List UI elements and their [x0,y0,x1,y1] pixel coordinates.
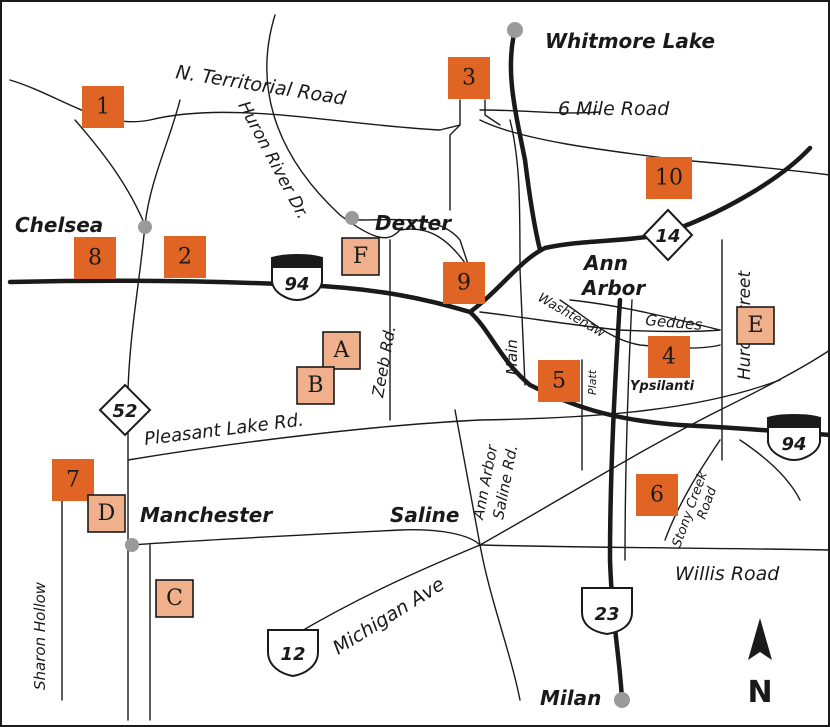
road-label-geddes: Geddes [645,311,703,334]
svg-text:A: A [333,338,351,363]
road-dexter-north [399,228,471,271]
road-saline-south [479,544,521,701]
marker-c[interactable]: C [155,579,194,618]
road-geddes [569,299,721,331]
road-six-mile [479,109,601,114]
road-label-willis: Willis Road [675,563,780,585]
svg-text:D: D [98,501,116,526]
north-arrow: N [747,618,773,710]
marker-2[interactable]: 2 [164,236,206,278]
svg-text:7: 7 [66,468,80,493]
svg-text:E: E [747,313,763,338]
road-pleasant-lake [127,379,781,461]
shield-i94-east-number: 94 [781,434,806,455]
road-us23-south [607,297,625,703]
marker-10[interactable]: 10 [646,157,692,199]
marker-5[interactable]: 5 [538,360,580,402]
road-stony-creek [664,439,721,541]
marker-f[interactable]: F [341,237,380,276]
road-chelsea-south [127,224,146,721]
svg-text:5: 5 [552,369,566,394]
shield-i94-east: 94 [767,414,821,462]
marker-4[interactable]: 4 [648,336,690,378]
road-three-branch [449,99,461,211]
svg-text:1: 1 [96,95,110,120]
road-chelsea-north [74,119,146,226]
road-willis [479,544,830,551]
marker-1[interactable]: 1 [82,86,124,128]
marker-d[interactable]: D [87,494,126,533]
town-dot-chelsea [138,220,152,234]
shield-us23: 23 [581,587,633,636]
shield-us12: 12 [267,629,319,678]
town-label-ann: Ann [582,251,628,275]
road-washtenaw [479,311,721,333]
road-dexter-connector [354,218,471,271]
road-label-sharon-hollow: Sharon Hollow [31,581,49,690]
svg-text:B: B [307,373,323,398]
town-label-ypsilanti: Ypsilanti [630,379,695,394]
town-dot-milan [614,692,630,708]
svg-text:F: F [353,244,368,269]
svg-text:3: 3 [462,66,476,91]
marker-6[interactable]: 6 [636,474,678,516]
road-n-territorial [9,79,461,131]
shield-m52: 52 [98,383,152,437]
road-river-aa [559,299,721,349]
town-dot-manchester [125,538,139,552]
svg-text:6: 6 [650,483,664,508]
road-north-south-connector [509,119,521,271]
road-ann-arbor-saline [454,409,481,546]
road-main [519,269,526,386]
marker-e[interactable]: E [736,306,775,345]
marker-7[interactable]: 7 [52,459,94,501]
shield-us23-number: 23 [594,604,619,625]
shield-i94-west: 94 [271,254,323,302]
town-label-manchester: Manchester [140,503,273,527]
shield-m14-number: 14 [655,226,680,247]
town-dot-dexter [345,211,359,225]
road-huron-river-dr [266,14,401,239]
shield-i94-west-number: 94 [284,274,309,295]
road-label-main: Main [503,339,521,375]
svg-text:2: 2 [178,245,192,270]
town-label-whitmore-lake: Whitmore Lake [545,29,715,53]
road-three-branch-east [484,99,501,126]
shield-us12-number: 12 [280,644,305,665]
town-label-dexter: Dexter [375,211,452,235]
marker-b[interactable]: B [296,366,335,405]
road-stony-creek-east [739,439,801,501]
road-m14 [467,145,813,315]
town-dot-whitmore-lake [507,22,523,38]
road-chelsea-west [144,99,181,226]
marker-3[interactable]: 3 [448,57,490,99]
shield-m14: 14 [642,208,694,262]
svg-text:8: 8 [88,246,102,271]
road-label-platt: Platt [586,369,599,395]
north-arrow-icon [748,618,772,660]
svg-text:C: C [166,586,183,611]
svg-text:4: 4 [662,345,676,370]
town-label-milan: Milan [540,686,601,710]
road-label-six-mile: 6 Mile Road [558,98,670,120]
svg-text:9: 9 [457,271,471,296]
marker-8[interactable]: 8 [74,237,116,279]
road-us23-north [508,27,543,253]
svg-text:10: 10 [655,166,683,191]
town-label-arbor: Arbor [580,276,646,300]
town-label-chelsea: Chelsea [15,213,103,237]
town-label-saline: Saline [390,503,459,527]
shield-m52-number: 52 [112,401,137,422]
road-manchester-east [129,528,481,546]
marker-a[interactable]: A [322,331,361,370]
north-label: N [747,675,772,710]
road-i94 [7,278,830,438]
road-michigan-ave [269,349,830,651]
marker-9[interactable]: 9 [443,262,485,304]
